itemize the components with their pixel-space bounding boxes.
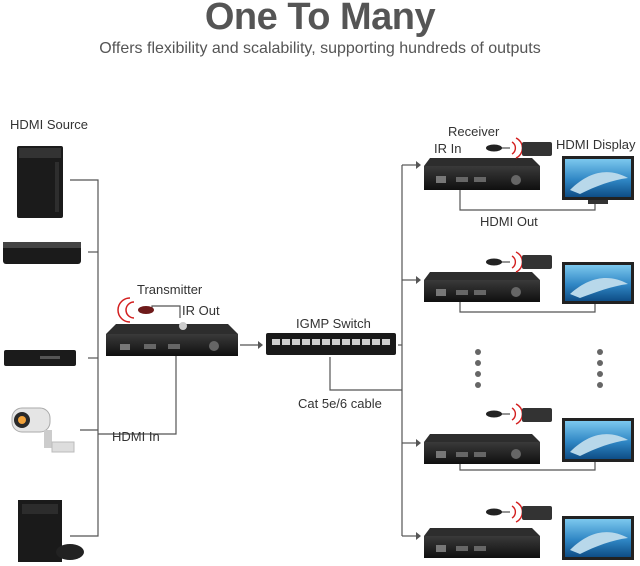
- igmp-switch-device: [266, 333, 396, 355]
- set-top-box-icon: [3, 242, 81, 264]
- receiver-device: [424, 434, 540, 464]
- blu-ray-player-icon: [4, 350, 76, 366]
- game-console-icon: [18, 500, 84, 562]
- diagram-subtitle: Offers flexibility and scalability, supp…: [99, 40, 541, 57]
- remote-control-icon: [522, 142, 552, 520]
- more-outputs-dots: [475, 349, 603, 388]
- hdmi-display-icon: [562, 418, 634, 462]
- ir-receiver-icon: [486, 251, 524, 273]
- diagram-title: One To Many: [204, 0, 436, 38]
- receiver-device: [424, 272, 540, 302]
- label-cable: Cat 5e/6 cable: [298, 396, 382, 411]
- transmitter-device: [106, 322, 238, 356]
- label-transmitter: Transmitter: [137, 282, 203, 297]
- receiver-device: [424, 158, 540, 190]
- hdmi-display-icon: [562, 156, 634, 204]
- label-ir-in: IR In: [434, 141, 462, 156]
- label-ir-out: IR Out: [182, 303, 220, 318]
- arrow-heads: [258, 161, 421, 540]
- pc-tower-icon: [17, 146, 63, 218]
- ir-emitter-icon: [117, 297, 154, 323]
- label-hdmi-in: HDMI In: [112, 429, 160, 444]
- label-hdmi-source: HDMI Source: [10, 117, 89, 132]
- receiver-device: [424, 528, 540, 558]
- label-receiver: Receiver: [448, 124, 500, 139]
- label-hdmi-display: HDMI Display: [556, 137, 636, 152]
- security-camera-icon: [11, 407, 75, 453]
- label-igmp-switch: IGMP Switch: [296, 316, 371, 331]
- label-hdmi-out: HDMI Out: [480, 214, 538, 229]
- hdmi-display-icon: [562, 516, 634, 560]
- hdmi-display-icon: [562, 262, 634, 304]
